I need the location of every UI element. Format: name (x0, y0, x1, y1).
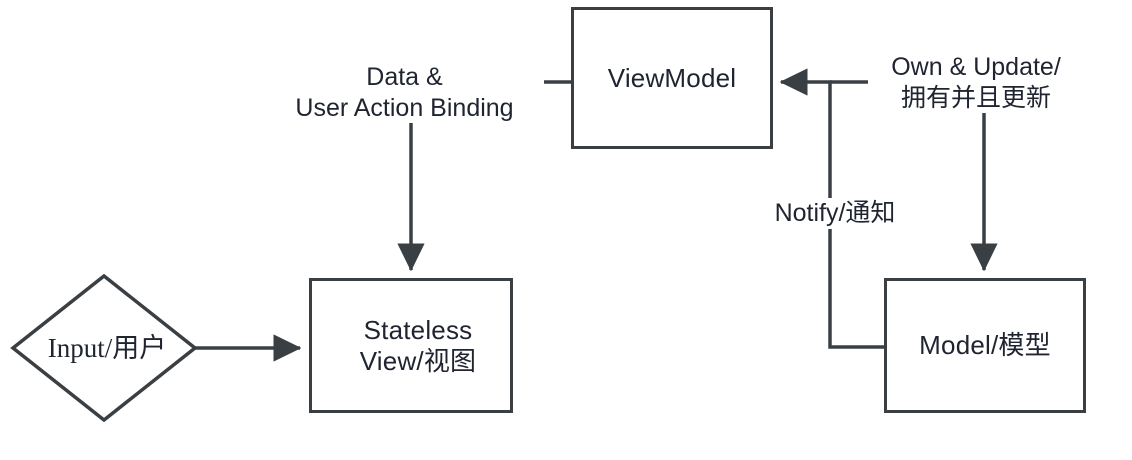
edge-label-own-update: Own & Update/ 拥有并且更新 (868, 52, 1084, 113)
node-stateless-view-label: Stateless View/视图 (359, 314, 477, 376)
node-model-label: Model/模型 (919, 330, 1051, 361)
node-input-label: Input/用户 (47, 332, 167, 363)
edge-label-notify: Notify/通知 (748, 198, 922, 229)
node-input[interactable]: Input/用户 (13, 276, 195, 420)
node-viewmodel-label: ViewModel (607, 62, 737, 93)
input-diamond-outline (10, 273, 198, 423)
edge-label-data-binding: Data & User Action Binding (265, 62, 544, 123)
node-stateless-view[interactable]: Stateless View/视图 (309, 278, 513, 413)
node-viewmodel[interactable]: ViewModel (571, 7, 773, 149)
node-model[interactable]: Model/模型 (884, 278, 1086, 413)
